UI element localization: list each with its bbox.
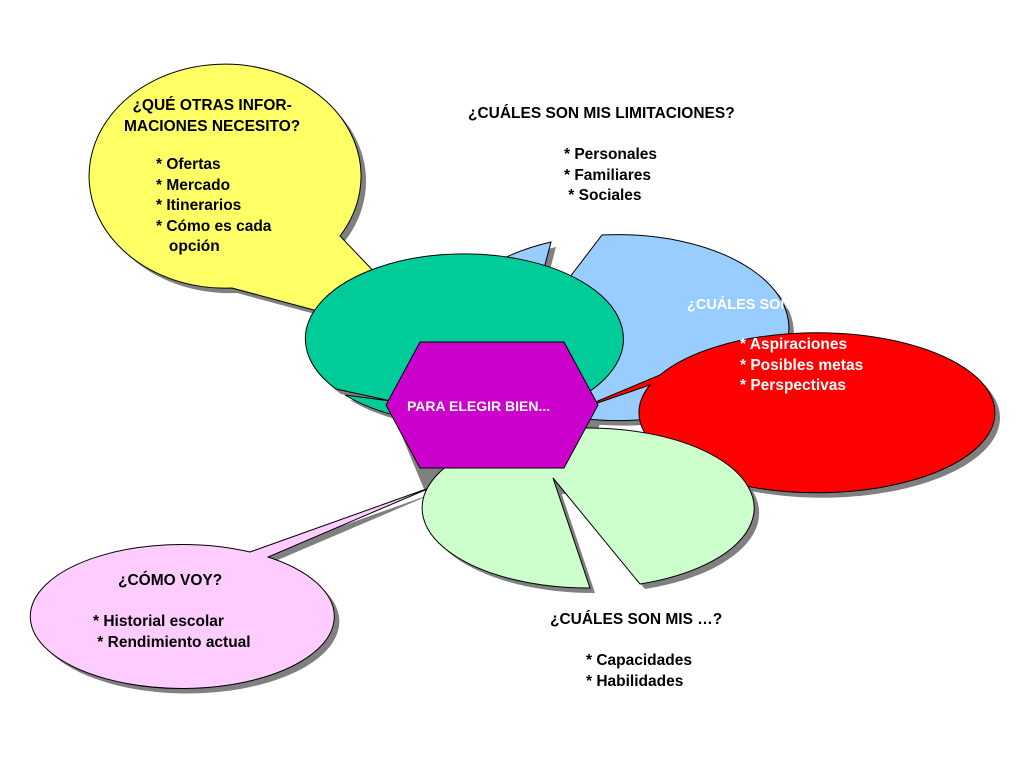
informaciones-title: ¿QUÉ OTRAS INFOR- MACIONES NECESITO?	[124, 97, 301, 135]
hacer-title: ¿QUÉ TENGO QUE HACER PARA LOGRAR LO QUE …	[57, 352, 304, 390]
como-voy-items: * Historial escolar * Rendimiento actual	[93, 613, 251, 651]
limitaciones-items: * Personales * Familiares * Sociales	[564, 146, 658, 204]
hacer-items: * Hábitos * Técnicas	[150, 413, 227, 451]
bubble-informaciones	[88, 63, 446, 346]
center-label: PARA ELEGIR BIEN...	[407, 398, 551, 414]
intereses-items: * Aspiraciones * Posibles metas * Perspe…	[740, 336, 864, 394]
bubble-como-voy	[29, 486, 433, 689]
intereses-title: ¿CUÁLES SON MIS INTERESES?	[687, 297, 916, 313]
capacidades-title: ¿CUÁLES SON MIS …?	[550, 611, 723, 628]
capacidades-items: * Capacidades * Habilidades	[586, 652, 692, 690]
informaciones-items: * Ofertas * Mercado * Itinerarios * Cómo…	[156, 156, 272, 255]
center-hexagon	[385, 341, 599, 469]
como-voy-title: ¿CÓMO VOY?	[118, 572, 223, 589]
limitaciones-title: ¿CUÁLES SON MIS LIMITACIONES?	[468, 105, 735, 122]
